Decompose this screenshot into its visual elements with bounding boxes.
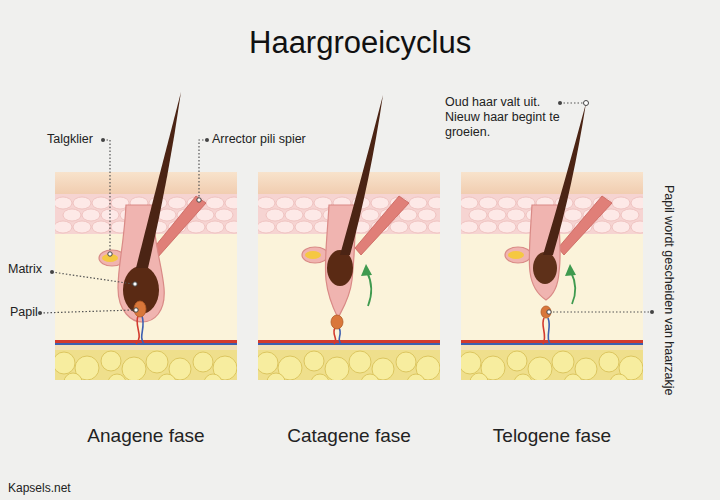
illustration-part: [508, 251, 524, 259]
illustration-part: [142, 316, 144, 344]
illustration-part: [199, 140, 207, 198]
illustration-part: [505, 247, 531, 263]
illustration-part: [584, 101, 589, 106]
phase-caption: Catagene fase: [258, 425, 440, 447]
skin-panel: [256, 172, 446, 392]
illustration-part: [361, 264, 372, 276]
part-label: Papil: [10, 305, 38, 320]
phase-caption: Anagene fase: [55, 425, 237, 447]
hair-follicle: [302, 95, 409, 344]
part-label: Matrix: [8, 262, 42, 277]
illustration-part: [334, 328, 336, 344]
illustration-part: [50, 270, 54, 274]
illustration-part: [331, 315, 343, 329]
hair-follicle: [505, 103, 612, 344]
illustration-part: [541, 306, 551, 318]
illustration-part: [38, 311, 42, 315]
illustration-part: [136, 316, 139, 344]
illustration-part: [327, 250, 353, 286]
illustration-part: [339, 328, 341, 344]
illustration-part: [560, 102, 583, 103]
vertical-note: Papil wordt gescheiden van haarzakje: [661, 185, 676, 396]
illustration-part: [133, 282, 137, 286]
watermark: Kapsels.net: [8, 481, 71, 495]
illustration-part: [103, 140, 110, 252]
illustration-part: [134, 301, 146, 317]
illustration-part: [302, 247, 328, 263]
illustration-part: [136, 92, 181, 268]
skin-panel: [53, 172, 243, 392]
illustration-part: [543, 318, 545, 344]
leader-lines: [40, 103, 651, 313]
skin-panel: [459, 172, 649, 392]
illustration-part: [305, 251, 321, 259]
phase-panel: Catagene fase: [258, 172, 440, 455]
illustration-part: [553, 311, 651, 312]
illustration-part: [134, 308, 138, 312]
illustration-part: [40, 310, 134, 313]
illustration-part: [547, 310, 551, 314]
illustration-part: [101, 138, 105, 142]
illustration-part: [543, 103, 586, 255]
note-label: Oud haar valt uit. Nieuw haar begint te …: [445, 95, 563, 140]
illustration-part: [355, 196, 409, 255]
illustration-part: [533, 252, 557, 284]
leader-dots: [38, 101, 654, 316]
phase-panel: Telogene fase: [461, 172, 643, 455]
part-label: Talgklier: [47, 132, 93, 147]
illustration-part: [205, 138, 209, 142]
illustration-part: [558, 101, 562, 105]
illustration-part: [367, 272, 371, 306]
illustration-part: [197, 198, 201, 202]
phase-panel: Anagene fase: [55, 172, 237, 455]
illustration-part: [571, 272, 575, 304]
illustration-part: [565, 264, 576, 276]
part-label: Arrector pili spier: [212, 132, 306, 147]
title: Haargroeicyclus: [249, 24, 471, 61]
phase-caption: Telogene fase: [461, 425, 643, 447]
illustration-part: [650, 310, 654, 314]
illustration-part: [108, 252, 112, 256]
hair-follicle: [99, 92, 206, 344]
illustration-part: [548, 318, 550, 344]
illustration-part: [340, 95, 383, 255]
illustration-part: [52, 272, 133, 284]
